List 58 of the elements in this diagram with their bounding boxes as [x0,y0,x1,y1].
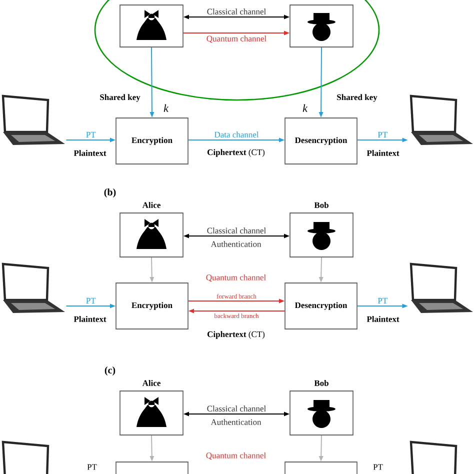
arrow [318,256,324,283]
edge-label: Classical channel [206,8,267,16]
laptop-drawing [2,94,65,145]
process-box: Encryption [116,282,188,330]
text-label: PT [87,464,97,470]
arrow [182,30,290,36]
laptop-drawing [410,440,458,474]
arrow [188,298,285,304]
arrow [318,46,324,118]
text-label: Plaintext [74,150,106,156]
channel-label: Quantum channel [206,274,266,282]
arrow [66,138,116,142]
laptop-drawing [2,440,50,474]
text-label: Plaintext [366,316,400,322]
box [116,462,188,474]
arrow [150,46,154,118]
laptop-drawing [2,262,65,313]
heading: Alice [142,202,160,208]
heading: Bob [314,202,328,208]
process-box: Encryption [116,118,188,164]
edge-label: PT [85,297,97,304]
channel-label: Authentication [210,241,262,247]
heading: Bob [314,380,328,386]
laptop-drawing [410,262,473,313]
heading: Alice [142,380,160,386]
edge-label: Data channel [213,130,260,138]
arrow [188,308,286,314]
text-label: Plaintext [74,316,106,322]
arrow [356,304,408,308]
arrow [318,434,324,462]
channel-label: Authentication [210,419,262,425]
arrow [150,434,154,462]
edge-label: Classical channel [206,404,267,412]
process-box: Desencryption [284,118,358,164]
channel-label: Quantum channel [206,452,266,460]
arrow [183,412,290,416]
text-label: Plaintext [366,150,400,156]
box [284,462,358,474]
laptop-drawing [410,94,473,145]
edge-label: Classical channel [206,226,267,234]
arrow [150,256,154,283]
key-label: Shared key [337,94,378,102]
arrow [188,138,285,142]
arrow [66,304,116,308]
edge-label: PT [376,297,388,304]
panel-label: (c) [104,366,116,376]
process-box: Desencryption [284,282,358,330]
key-label: Shared key [100,94,140,102]
edge-label: Quantum channel [206,34,268,44]
panel-label: (b) [104,188,116,198]
arrow [183,14,290,20]
arrow [356,138,408,142]
arrow [183,234,290,238]
edge-label: PT [376,131,388,138]
edge-label: PT [85,131,97,138]
text-label: Ciphertext (CT) [208,331,265,339]
text-label: PT [373,464,383,470]
text-label: Ciphertext (CT) [208,149,265,157]
